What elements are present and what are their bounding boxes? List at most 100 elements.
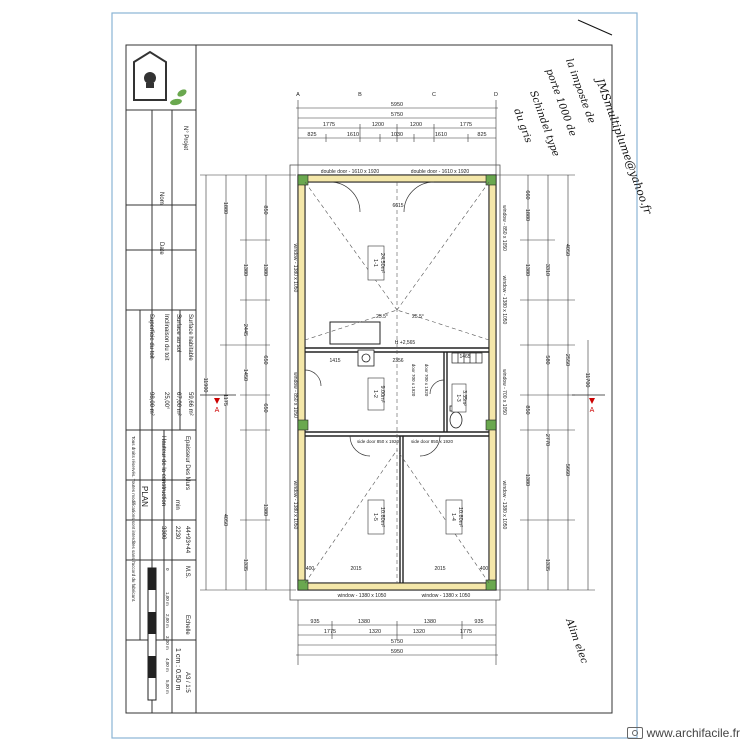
left-dim-8: 650 [262, 403, 268, 412]
bottom-dim-inner: 5750 [391, 639, 403, 645]
top-dim-r3-1: 1775 [323, 122, 335, 128]
section-marker-left: A [200, 394, 236, 414]
stairs-icon [451, 352, 483, 364]
door-2-label: door 700 x 1920 [411, 364, 416, 397]
bottom-dim-r2-3: 1320 [413, 629, 425, 635]
bottom-dim-r1-2: 1380 [358, 619, 370, 625]
right-dim-2: 4050 [564, 244, 570, 256]
left-dim-4: 1380 [262, 264, 268, 276]
min-value: 2230 [174, 526, 180, 540]
scale-tick-5: 5,00 m [165, 680, 170, 694]
side-door-1-label: side door 850 x 1920 [357, 439, 400, 444]
name-header: Nom [158, 192, 164, 205]
top-dim-r4-3: 1030 [391, 132, 403, 138]
side-door-2-label: side door 850 x 1920 [411, 439, 454, 444]
scale-tick-3: 3,00 m [165, 636, 170, 650]
left-dim-7: 1450 [242, 369, 248, 381]
left-dim-2: 1380 [242, 264, 248, 276]
roof-incline-value: 25,00° [163, 392, 169, 410]
right-dim-6: 580 [544, 355, 550, 364]
left-dim-6: 650 [262, 355, 268, 364]
section-marker-left-label: A [215, 407, 220, 414]
top-dimension-lines [296, 100, 498, 175]
left-dim-11: 1380 [262, 504, 268, 516]
wall-dim-2356: 2356 [392, 358, 403, 364]
project-number-header: N° Projet [182, 126, 188, 150]
camera-icon [626, 727, 643, 739]
wall-dim-1465: 1465 [459, 354, 470, 360]
top-dim-total: 5950 [391, 102, 403, 108]
surface-label: Surface habitable [187, 314, 193, 361]
stove-icon [357, 349, 375, 367]
section-marker-right-label: A [590, 407, 595, 414]
right-dim-7: 2550 [564, 354, 570, 366]
left-dim-1: 1880 [222, 202, 228, 214]
window-left-1-label: window - 1380 x 1050 [292, 244, 298, 293]
door-top-left-label: double door - 1610 x 1920 [321, 169, 380, 175]
bottom-dim-r1-4: 935 [474, 619, 483, 625]
window-right-4-label: window - 1380 x 1050 [501, 481, 507, 530]
bottom-dimension-lines [296, 600, 498, 665]
right-dim-9: 2770 [544, 434, 550, 446]
left-dim-5: 2445 [242, 324, 248, 336]
bottom-dim-r2-2: 1320 [369, 629, 381, 635]
scale-tick-2: 2,00 m [165, 614, 170, 628]
scale-bar [147, 567, 157, 701]
axis-label-d: D [494, 92, 498, 98]
right-dim-1: 660 [524, 190, 530, 199]
paper-border [111, 12, 638, 739]
level-marker: H +2,565 [395, 340, 416, 346]
watermark-text: www.archifacile.fr [646, 726, 740, 740]
designer-code: M.S. [184, 566, 190, 579]
room-1-5-id: 1-5 [372, 513, 378, 521]
room-1-1-id: 1-1 [372, 259, 378, 267]
window-bottom-2-label: window - 1380 x 1050 [422, 593, 471, 599]
room-1-5: 1-5 10.80m² [367, 499, 385, 535]
axis-label-a: A [296, 92, 300, 98]
right-dimension-lines [496, 174, 595, 591]
roof-lines [304, 181, 490, 584]
bottom-dim-r2-1: 1775 [324, 629, 336, 635]
floor-surface-label: Surface au sol [175, 314, 181, 352]
roof-surface-label: Superficie du toit [148, 314, 154, 359]
door-1-label: door 700 x 1920 [424, 364, 429, 397]
bottom-dim-r2-4: 1775 [460, 629, 472, 635]
roof-incline-label: Inclinaison du toit [163, 314, 169, 361]
dim-2015-right: 2015 [434, 566, 445, 572]
scale-label: Echelle [184, 615, 190, 635]
roof-surface-value: 98,00 m² [148, 392, 154, 416]
dim-2015-left: 2015 [350, 566, 361, 572]
scale-tick-0: 0 [165, 568, 170, 571]
wall-dim-1415: 1415 [329, 358, 340, 364]
right-dim-total: 11700 [584, 373, 590, 388]
axis-label-b: B [358, 92, 362, 98]
left-dim-total: 11900 [202, 378, 208, 393]
top-dim-r3-4: 1775 [460, 122, 472, 128]
height-value: 3300 [160, 526, 166, 540]
room-1-3-area: 3.35m² [461, 390, 467, 406]
room-1-2-id: 1-2 [372, 390, 378, 398]
watermark: www.archifacile.fr [626, 726, 740, 740]
top-dim-r3-2: 1200 [372, 122, 384, 128]
door-swings [304, 181, 445, 457]
section-marker-right: A [572, 394, 605, 414]
top-dim-r3-3: 1200 [410, 122, 422, 128]
sheet-format: A3 / 1:5 [184, 672, 190, 693]
min-label: min [174, 500, 180, 510]
door-top-right-label: double door - 1610 x 1920 [411, 169, 470, 175]
right-dim-5: 1380 [524, 264, 530, 276]
room-1-2: 1-2 9.00m² [367, 377, 385, 411]
company-logo [133, 50, 187, 106]
room-1-5-area: 10.80m² [379, 507, 385, 527]
room-1-4-area: 10.80m² [457, 507, 463, 527]
pen-stroke [577, 19, 613, 36]
right-dim-12: 1335 [544, 559, 550, 571]
bottom-dim-r1-1: 935 [310, 619, 319, 625]
dim-400-right: 400 [480, 566, 489, 572]
height-label: Hauteur de la construction [160, 436, 166, 506]
scale-tick-4: 4,00 m [165, 658, 170, 672]
room-1-2-area: 9.00m² [379, 385, 385, 402]
window-bottom-1-label: window - 1380 x 1050 [338, 593, 387, 599]
bottom-dim-r1-3: 1380 [424, 619, 436, 625]
